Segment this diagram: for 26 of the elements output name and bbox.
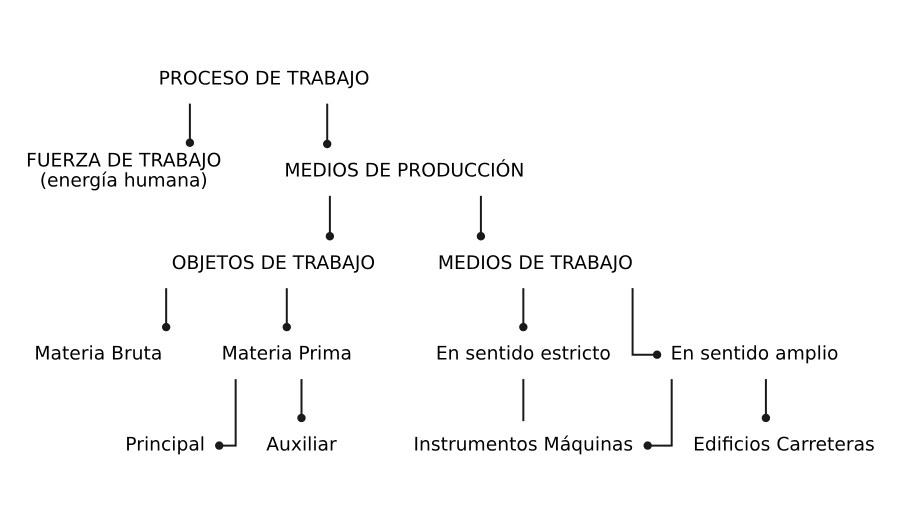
node-text: Materia Prima <box>222 344 352 365</box>
connector <box>522 379 524 422</box>
node-text: Instrumentos Máquinas <box>414 434 634 456</box>
node-text: Principal <box>125 434 206 456</box>
node-text: PROCESO DE TRABAJO <box>158 68 370 90</box>
connector <box>632 288 662 359</box>
connector <box>162 288 170 332</box>
connector <box>643 379 673 450</box>
connector <box>326 196 334 240</box>
node-text: OBJETOS DE TRABAJO <box>172 252 376 274</box>
node-text: Materia Bruta <box>34 344 162 365</box>
node-text: FUERZA DE TRABAJO (energía humana) <box>26 150 222 192</box>
connector <box>215 379 237 450</box>
node-text: En sentido estricto <box>436 344 611 365</box>
connector <box>323 104 332 148</box>
connector <box>282 288 291 332</box>
connector <box>297 379 306 422</box>
connector <box>476 196 486 240</box>
node-text: En sentido amplio <box>670 344 839 365</box>
node-text: MEDIOS DE TRABAJO <box>438 252 633 274</box>
connector <box>186 104 194 147</box>
node-text: Edificios Carreteras <box>693 434 875 456</box>
node-text: Auxiliar <box>266 434 337 456</box>
connector <box>762 379 770 422</box>
node-text: MEDIOS DE PRODUCCIÓN <box>284 160 524 182</box>
connector <box>519 288 528 332</box>
